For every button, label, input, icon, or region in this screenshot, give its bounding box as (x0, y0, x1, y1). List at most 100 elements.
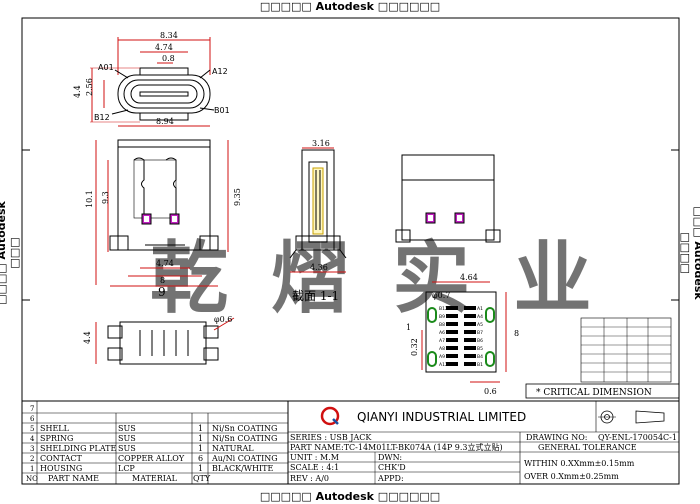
bom-row-material: LCP (118, 464, 135, 473)
footprint-pad (464, 314, 476, 318)
bom-header-material: MATERIAL (132, 474, 178, 483)
unit-text: UNIT : M.M (290, 453, 339, 462)
footprint-pad-label: A1 (477, 306, 483, 312)
bom-row-finish: NATURAL (212, 444, 254, 453)
bom-row-material: SUS (118, 444, 136, 453)
rear-view (395, 154, 501, 243)
part-name-text: PART NAME:TC-14M01LT-BK074A (14P 9.3立式立贴… (290, 442, 503, 452)
bom-row-name: HOUSING (40, 464, 82, 473)
critical-dimension-note: * CRITICAL DIMENSION (536, 388, 652, 398)
dim-top-width: 8.34 (160, 31, 178, 40)
pin-a12-label: A12 (212, 67, 228, 76)
footprint-pad (464, 306, 476, 310)
footprint-pad-label: B8 (439, 322, 445, 328)
dim-front-height: 10.1 (85, 190, 94, 208)
bom-row-name: SPRING (40, 434, 73, 443)
pin-b12-label: B12 (94, 113, 110, 122)
dim-fp-height: 8 (514, 329, 519, 338)
dim-fp-width: 4.64 (460, 273, 478, 282)
footprint-pad (464, 322, 476, 326)
footprint-view: 4.64 φ0.7 8 0.32 0.6 1 (406, 273, 519, 396)
dim-fp-gap: 0.32 (410, 338, 419, 356)
drawing-no: QY-ENL-170054C-1 (598, 433, 677, 442)
scale-text: SCALE : 4:1 (290, 463, 339, 472)
footprint-pad-label: B12 (439, 306, 448, 312)
drawing-no-label: DRAWING NO: (526, 433, 587, 442)
footprint-pad-label: A9 (439, 354, 445, 360)
footprint-pad (464, 338, 476, 342)
dim-bottom-height: 4.4 (83, 331, 92, 344)
top-view: 8.34 4.74 0.8 4.4 2.56 A01 A12 B12 B01 (73, 31, 230, 123)
rev-text: REV : A/0 (290, 474, 329, 483)
bottom-view: 4.4 φ0.6 (83, 315, 235, 365)
bom-row-material: SUS (118, 424, 136, 433)
bom-row-material: COPPER ALLOY (118, 454, 185, 463)
dim-top-height: 4.4 (73, 85, 82, 98)
dim-fp-slot: φ0.7 (432, 291, 450, 300)
bom-header-name: PART NAME (48, 474, 99, 483)
footprint-pad-label: B9 (439, 314, 445, 320)
footprint-pad-label: A6 (439, 330, 445, 336)
company-name: QIANYI INDUSTRIAL LIMITED (357, 410, 526, 424)
brand-watermark: 乾 熠 实 业 (150, 234, 599, 324)
bom-row-no: 6 (30, 415, 35, 423)
dim-bottom-hole: φ0.6 (214, 315, 232, 324)
dim-fp-pad: 1 (406, 323, 411, 332)
footprint-pad (446, 362, 458, 366)
dim-front-bottom-mid: 8 (160, 276, 165, 285)
footprint-pad-label: A8 (439, 346, 445, 352)
bom-row-qty: 1 (198, 434, 203, 443)
dim-top-inner-height: 2.56 (85, 78, 94, 96)
tolerance-title: GENERAL TOLERANCE (538, 443, 637, 452)
chkd-label: CHK'D (378, 463, 406, 472)
footprint-pad-label: A7 (439, 338, 445, 344)
footprint-pad-label: A5 (477, 322, 483, 328)
bom-row-no: 2 (30, 455, 34, 463)
footprint-pad (446, 338, 458, 342)
bom-row-qty: 1 (198, 424, 203, 433)
front-view: 8.94 10.1 9.3 9.35 4.74 8 9 (85, 117, 242, 299)
footprint-pad-label: B4 (477, 354, 483, 360)
bom-row-qty: 1 (198, 464, 203, 473)
bom-row-finish: Au/Ni COATING (211, 454, 278, 463)
footprint-pad-label: B1 (477, 362, 483, 368)
footprint-pad (464, 346, 476, 350)
dim-front-right-height: 9.35 (233, 188, 242, 206)
spec-table (580, 317, 672, 383)
bom-row-name: CONTACT (40, 454, 82, 463)
footprint-pad (464, 362, 476, 366)
footprint-pad (446, 314, 458, 318)
bom-row-finish: Ni/Sn COATING (212, 434, 277, 443)
title-block: QIANYI INDUSTRIAL LIMITED SERIES : USB J… (21, 400, 680, 485)
footprint-pad (464, 330, 476, 334)
bom-row-finish: BLACK/WHITE (212, 464, 273, 473)
footprint-pad (446, 330, 458, 334)
bom-header-no: NO (26, 475, 38, 483)
watermark-top: □□□□□ Autodesk □□□□□□ (259, 0, 441, 13)
footprint-pad (446, 346, 458, 350)
dwn-label: DWN: (378, 453, 402, 462)
bom-row-no: 3 (30, 445, 34, 453)
footprint-pad-label: B7 (477, 330, 483, 336)
watermark-bottom: □□□□□ Autodesk □□□□□□ (259, 490, 441, 503)
bom-row-qty: 6 (198, 454, 203, 463)
bom-row-name: SHELL (40, 424, 70, 433)
bom-row-qty: 1 (198, 444, 203, 453)
footprint-pad-label: A4 (477, 314, 483, 320)
bom-row-name: SHELDING PLATE (40, 444, 116, 453)
dim-front-width: 8.94 (156, 117, 174, 126)
footprint-pad (446, 322, 458, 326)
tolerance-over: OVER 0.Xmm±0.25mm (524, 472, 619, 481)
bom-row-finish: Ni/Sn COATING (212, 424, 277, 433)
appd-label: APPD: (377, 474, 404, 483)
footprint-pad-label: B5 (477, 346, 483, 352)
dim-top-inner: 4.74 (155, 43, 173, 52)
pin-a01-label: A01 (98, 63, 114, 72)
footprint-pad-label: B6 (477, 338, 483, 344)
side-view: 3.16 4.36 截面 1-1 (289, 139, 347, 303)
dim-side-bottom: 4.36 (310, 263, 328, 272)
bom-row-no: 5 (30, 425, 34, 433)
dim-fp-pitch: 0.6 (484, 387, 497, 396)
tolerance-within: WITHIN 0.XXmm±0.15mm (524, 459, 635, 468)
